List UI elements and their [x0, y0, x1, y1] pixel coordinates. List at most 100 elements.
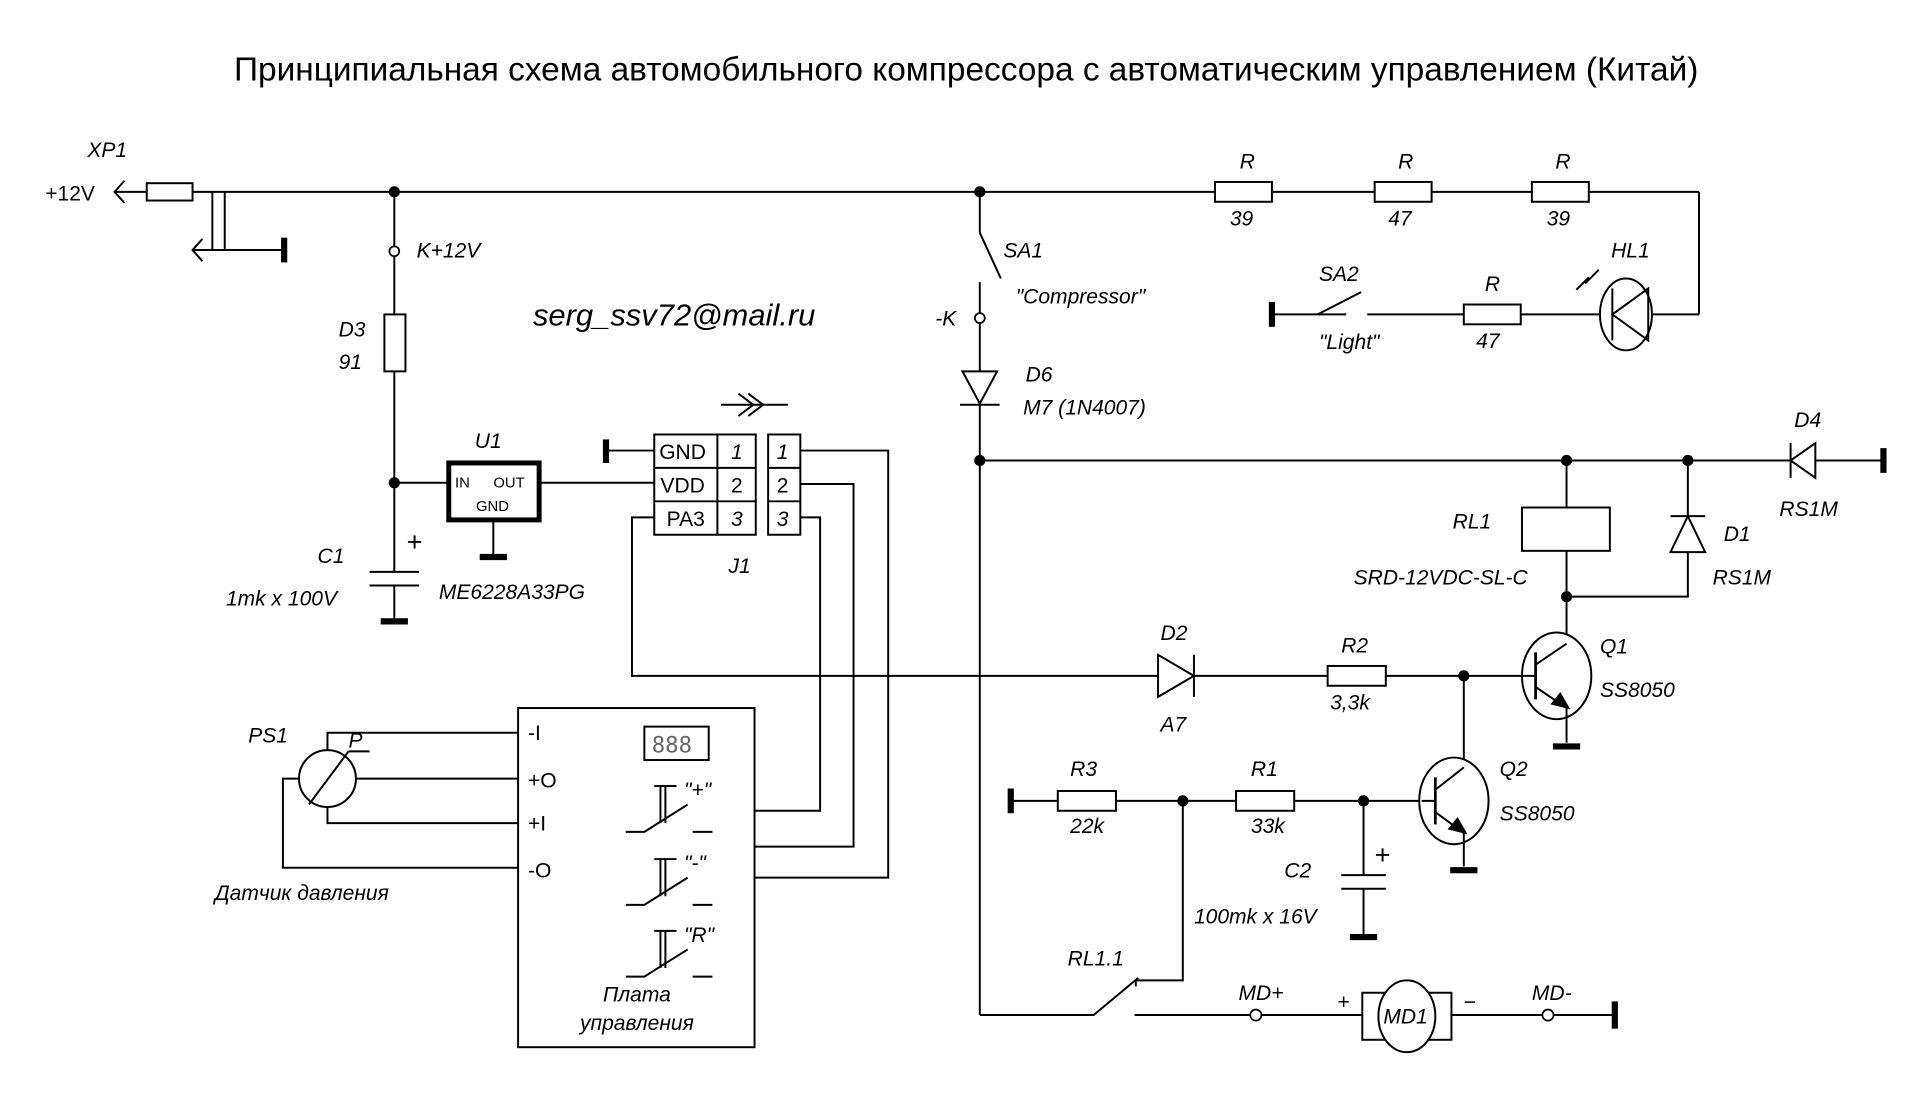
button-reset: "R"	[625, 924, 716, 978]
q2-ref: Q2	[1500, 758, 1528, 781]
d3-ref: D3	[339, 319, 366, 342]
q1-transistor: Q1 SS8050	[1520, 631, 1675, 750]
u1-pin-out: OUT	[493, 476, 524, 492]
d6-ref: D6	[1026, 363, 1053, 386]
terminal-md-plus	[1249, 1008, 1263, 1022]
u1-pin-in: IN	[455, 476, 470, 492]
d2-ref: D2	[1161, 622, 1188, 645]
u1-pin-gnd: GND	[476, 499, 509, 515]
u1-ref: U1	[475, 430, 502, 453]
ps1-caption: Датчик давления	[213, 882, 389, 905]
rl1-ref: RL1	[1453, 511, 1492, 534]
d3-zener-resistor	[383, 313, 407, 373]
ps1-pressure-sensor: P PS1 Датчик давления	[213, 725, 519, 905]
c2-capacitor: + C2 100mk x 16V	[1194, 800, 1391, 941]
xp1-connector: XP1 +12V	[45, 139, 1699, 263]
j1-ref: J1	[728, 555, 751, 578]
motor-minus: −	[1464, 991, 1476, 1014]
sa2-switch	[1317, 291, 1362, 316]
d1-value: RS1M	[1713, 566, 1772, 589]
voltage-label: +12V	[45, 183, 95, 206]
j1-num: 2	[777, 475, 789, 498]
r1-value: 33k	[1251, 815, 1286, 838]
sa1-label: "Compressor"	[1016, 285, 1147, 308]
d3-value: 91	[339, 351, 362, 374]
button-minus-label: "-"	[684, 852, 707, 875]
d4-diode: D4 RS1M	[1779, 409, 1887, 521]
c1-plus: +	[407, 526, 423, 557]
board-pin: -O	[528, 860, 551, 883]
display-icon	[643, 725, 710, 762]
md1-motor: MD+ + MD1 − MD-	[1239, 979, 1618, 1054]
j1-pin-pa3: PA3	[667, 508, 705, 531]
u1-body	[446, 460, 542, 523]
j1-pin-vdd: VDD	[660, 475, 704, 498]
d2-value: A7	[1159, 714, 1188, 737]
button-plus: "+"	[625, 779, 713, 833]
sa2-ref: SA2	[1319, 263, 1359, 286]
resistor-ref: R	[1555, 150, 1570, 173]
r2-ref: R2	[1341, 634, 1368, 657]
connector-symbol-icon	[737, 392, 765, 417]
board-caption-2: управления	[578, 1012, 694, 1035]
q2-transistor: Q2 SS8050	[1418, 756, 1575, 874]
j1-num: 1	[777, 441, 789, 464]
hl1-led-icon	[1598, 277, 1653, 352]
resistor-value: 47	[1476, 330, 1501, 353]
terminal-k12v	[388, 245, 401, 258]
ps1-ref: PS1	[248, 725, 288, 748]
terminal-md-minus	[1541, 1008, 1555, 1022]
sa2-label: "Light"	[1319, 331, 1381, 354]
author-email: serg_ssv72@mail.ru	[533, 298, 815, 333]
md1-ref: MD1	[1383, 1006, 1427, 1029]
fuse-icon	[145, 182, 194, 202]
rl1-part: SRD-12VDC-SL-C	[1354, 566, 1529, 589]
led-chain: R R R 39 47 39 HL1 R 47 SA2 "Light"	[1214, 150, 1700, 354]
md-plus-label: MD+	[1239, 982, 1284, 1005]
sa1-ref: SA1	[1003, 239, 1043, 262]
k12v-label: K+12V	[417, 239, 483, 262]
hl1-ref: HL1	[1611, 239, 1650, 262]
button-plus-label: "+"	[684, 779, 713, 802]
r2-value: 3,3k	[1330, 691, 1371, 714]
resistor-r-47-led	[1462, 303, 1522, 326]
j1-pin-gnd: GND	[659, 441, 706, 464]
button-reset-label: "R"	[684, 924, 716, 947]
d6-value: M7 (1N4007)	[1023, 397, 1146, 420]
board-pin: +I	[528, 813, 546, 836]
j1-num: 3	[731, 508, 743, 531]
board-pin: -I	[528, 722, 541, 745]
q2-part: SS8050	[1500, 803, 1575, 826]
d2-diode: D2 A7	[1157, 622, 1328, 737]
terminal-minus-k	[973, 312, 986, 324]
r3-ref: R3	[1070, 758, 1097, 781]
resistor-r-39a	[1214, 180, 1273, 203]
q1-part: SS8050	[1600, 679, 1675, 702]
r3-resistor: R3 22k	[1007, 758, 1237, 838]
motor-plus: +	[1338, 991, 1350, 1014]
j1-num: 3	[777, 508, 789, 531]
display-digits: 888	[652, 733, 692, 759]
board-pin: +O	[528, 769, 557, 792]
c2-value: 100mk x 16V	[1194, 905, 1319, 928]
resistor-r-47	[1373, 180, 1433, 203]
board-caption-1: Плата	[603, 983, 671, 1006]
r3-value: 22k	[1069, 815, 1105, 838]
u1-regulator: U1 IN OUT GND ME6228A33PG	[394, 430, 655, 604]
diagram-title: Принципиальная схема автомобильного комп…	[234, 51, 1698, 88]
j1-num: 2	[731, 475, 743, 498]
resistor-value: 39	[1230, 207, 1254, 230]
d6-diode: D6 M7 (1N4007)	[959, 363, 1146, 420]
rl1-contact: RL1.1	[979, 800, 1251, 1017]
q1-ref: Q1	[1600, 636, 1628, 659]
button-minus: "-"	[625, 852, 713, 906]
control-board: -I +O +I -O 888 "+" "-" "R" Плата управл…	[517, 707, 756, 1049]
r1-resistor: R1 33k	[1235, 758, 1422, 838]
md-minus-label: MD-	[1532, 982, 1572, 1005]
rl1-relay-coil: RL1 SRD-12VDC-SL-C	[1354, 460, 1611, 644]
minus-k-label: -K	[935, 308, 957, 331]
c1-value: 1mk x 100V	[226, 587, 339, 610]
r2-resistor: R2 3,3k	[1326, 634, 1522, 714]
